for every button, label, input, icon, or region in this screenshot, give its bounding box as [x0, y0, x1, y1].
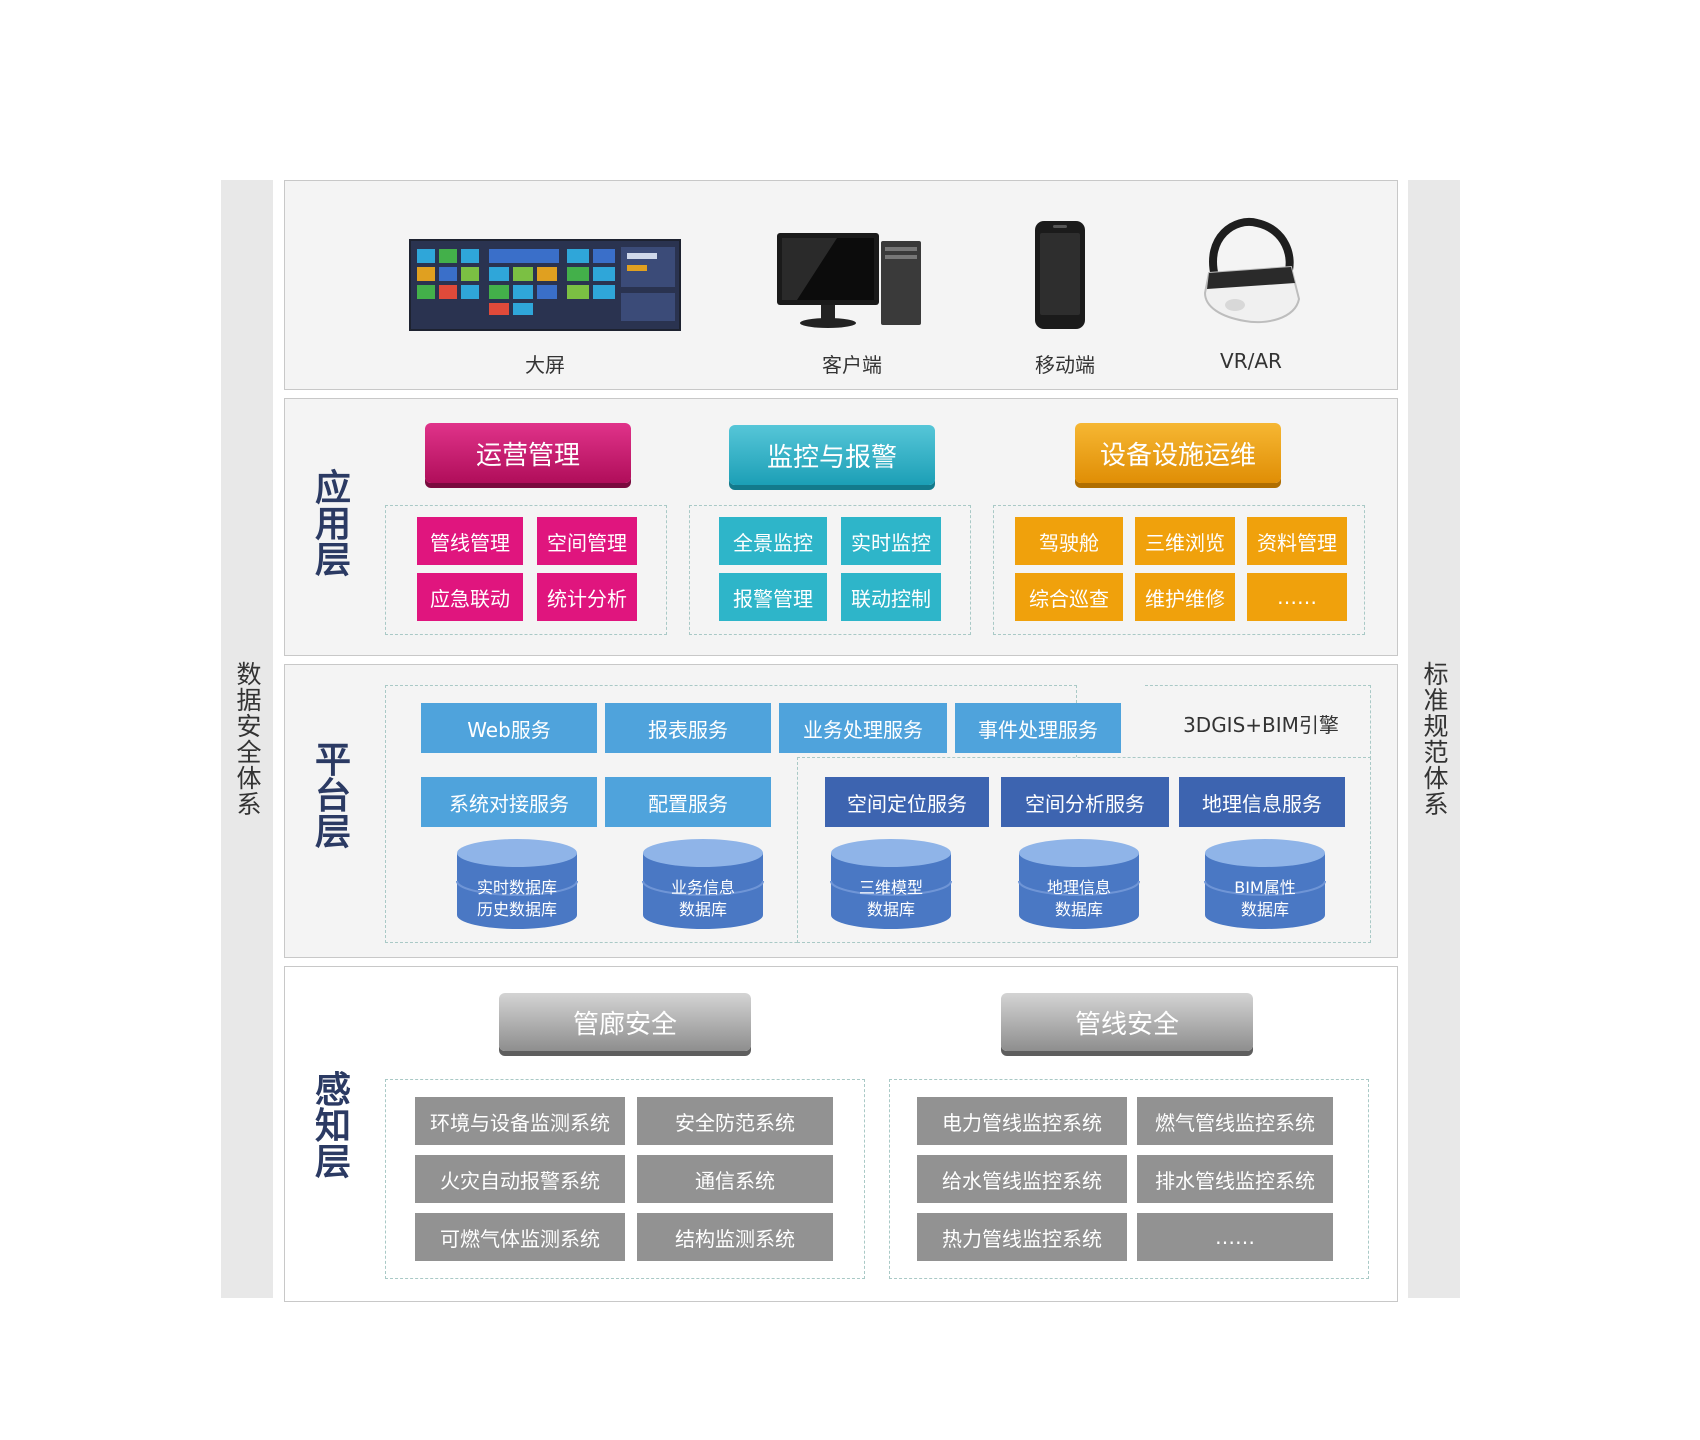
database-icon — [1204, 839, 1326, 929]
pipeline-safety-group — [889, 1079, 1369, 1279]
device-label-client: 客户端 — [822, 353, 882, 377]
app-item: 维护维修 — [1135, 573, 1235, 621]
corridor-safety-header: 管廊安全 — [499, 993, 751, 1051]
data-security-label: 数据安全体系 — [233, 661, 262, 817]
perception-item: 结构监测系统 — [637, 1213, 833, 1261]
app-item: 三维浏览 — [1135, 517, 1235, 565]
app-item: 应急联动 — [417, 573, 523, 621]
app-item: 统计分析 — [537, 573, 637, 621]
gis-service: 地理信息服务 — [1179, 777, 1345, 827]
operation-header: 运营管理 — [425, 423, 631, 483]
perception-item: 电力管线监控系统 — [917, 1097, 1127, 1145]
left-side-bar: 数据安全体系 — [221, 180, 273, 1298]
database-label: 数据库 — [1240, 900, 1289, 919]
operation-group — [385, 505, 667, 635]
database-label: 历史数据库 — [476, 900, 557, 919]
device-panel: 大屏 客户端 移动端 VR/AR — [284, 180, 1398, 390]
app-item: 全景监控 — [719, 517, 827, 565]
monitoring-group — [689, 505, 971, 635]
database-icon — [830, 839, 952, 929]
engine-label: 3DGIS+BIM引擎 — [1183, 713, 1339, 737]
database-label: 三维模型 — [858, 878, 923, 897]
platform-service: 业务处理服务 — [779, 703, 947, 753]
engine-outline — [1145, 685, 1371, 759]
app-item: …… — [1247, 573, 1347, 621]
app-item: 联动控制 — [841, 573, 941, 621]
database-label: 业务信息 — [670, 878, 735, 897]
platform-service: Web服务 — [421, 703, 597, 753]
perception-item: 通信系统 — [637, 1155, 833, 1203]
perception-item: 可燃气体监测系统 — [415, 1213, 625, 1261]
database-cylinder: 地理信息数据库 — [1017, 837, 1141, 931]
database-cylinder: 业务信息数据库 — [641, 837, 765, 931]
app-item: 实时监控 — [841, 517, 941, 565]
vr-headset-icon — [1203, 218, 1301, 324]
standards-label: 标准规范体系 — [1420, 661, 1449, 817]
maintenance-group — [993, 505, 1365, 635]
platform-service: 事件处理服务 — [955, 703, 1121, 753]
database-icon — [642, 839, 764, 929]
app-item: 驾驶舱 — [1015, 517, 1123, 565]
perception-item: 给水管线监控系统 — [917, 1155, 1127, 1203]
perception-item: …… — [1137, 1213, 1333, 1261]
video-wall-icon — [409, 239, 681, 331]
app-item: 管线管理 — [417, 517, 523, 565]
database-label: 数据库 — [866, 900, 915, 919]
database-label: 数据库 — [678, 900, 727, 919]
gis-service: 空间分析服务 — [1001, 777, 1169, 827]
perception-layer-title: 感知层 — [314, 1070, 351, 1183]
platform-service: 系统对接服务 — [421, 777, 597, 827]
right-side-bar: 标准规范体系 — [1408, 180, 1460, 1298]
database-label: 地理信息 — [1046, 878, 1111, 897]
perception-item: 燃气管线监控系统 — [1137, 1097, 1333, 1145]
device-label-vrar: VR/AR — [1220, 349, 1282, 373]
perception-item: 排水管线监控系统 — [1137, 1155, 1333, 1203]
database-label: 数据库 — [1054, 900, 1103, 919]
platform-service: 配置服务 — [605, 777, 771, 827]
platform-service: 报表服务 — [605, 703, 771, 753]
gis-service: 空间定位服务 — [825, 777, 989, 827]
app-item: 综合巡查 — [1015, 573, 1123, 621]
platform-layer-title: 平台层 — [314, 740, 351, 853]
app-item: 报警管理 — [719, 573, 827, 621]
device-label-mobile: 移动端 — [1035, 353, 1095, 377]
device-label-screen: 大屏 — [525, 353, 565, 377]
app-item: 资料管理 — [1247, 517, 1347, 565]
perception-item: 热力管线监控系统 — [917, 1213, 1127, 1261]
database-label: 实时数据库 — [476, 878, 557, 897]
maintenance-header: 设备设施运维 — [1075, 423, 1281, 483]
monitoring-header: 监控与报警 — [729, 425, 935, 485]
perception-item: 环境与设备监测系统 — [415, 1097, 625, 1145]
application-layer-title: 应用层 — [314, 468, 351, 581]
perception-item: 火灾自动报警系统 — [415, 1155, 625, 1203]
perception-item: 安全防范系统 — [637, 1097, 833, 1145]
smartphone-icon — [1035, 221, 1085, 329]
database-icon — [456, 839, 578, 929]
application-layer-panel: 应用层 运营管理 监控与报警 设备设施运维 管线管理 空间管理 应急联动 统计分… — [284, 398, 1398, 656]
desktop-computer-icon — [777, 233, 921, 328]
database-label: BIM属性 — [1234, 878, 1296, 897]
pipeline-safety-header: 管线安全 — [1001, 993, 1253, 1051]
perception-layer-panel: 感知层 管廊安全 管线安全 环境与设备监测系统 安全防范系统 火灾自动报警系统 … — [284, 966, 1398, 1302]
database-cylinder: BIM属性数据库 — [1203, 837, 1327, 931]
database-cylinder: 实时数据库历史数据库 — [455, 837, 579, 931]
platform-layer-panel: 平台层 3DGIS+BIM引擎 Web服务 报表服务 业务处理服务 事件处理服务… — [284, 664, 1398, 958]
database-icon — [1018, 839, 1140, 929]
database-cylinder: 三维模型数据库 — [829, 837, 953, 931]
corridor-safety-group — [385, 1079, 865, 1279]
app-item: 空间管理 — [537, 517, 637, 565]
